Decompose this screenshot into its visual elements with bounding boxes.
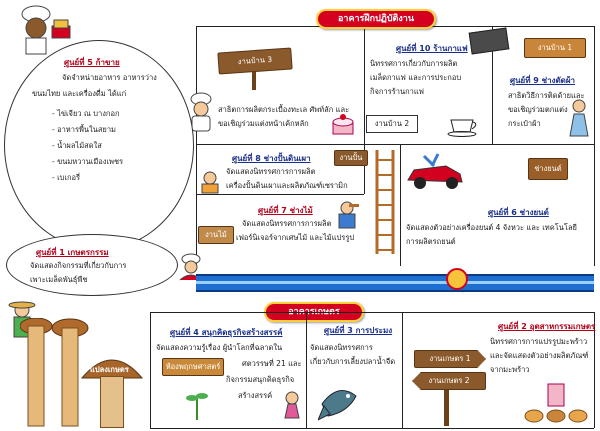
divider-h1: [196, 144, 594, 145]
station5-line-2: ขนมไทย และเครื่องดื่ม ได้แก่: [32, 89, 127, 98]
station1-line-1: จัดแสดงกิจกรรมที่เกี่ยวกับการ: [30, 261, 127, 270]
station5-item-1: - ไข่เจียว ณ บางกอก: [52, 109, 120, 118]
top-frame-left: [196, 26, 197, 144]
coconut-products-illustration: [524, 380, 588, 424]
sign-housework-2: งานบ้าน 2: [366, 115, 418, 133]
station3-line-1: จัดแสดงนิทรรศการ: [310, 343, 373, 352]
sign-post: [252, 72, 256, 90]
bottom-frame-left: [150, 312, 151, 428]
bottom-divider-1: [306, 312, 307, 428]
station5-line-1: จัดจำหน่ายอาหาร อาหารว่าง: [62, 73, 157, 82]
sign-mechanic: ช่างยนต์: [528, 158, 568, 180]
divider-v4: [400, 144, 401, 266]
mushroom-sign: แปลงเกษตร: [90, 365, 129, 374]
station5-title: ศูนย์ที่ 5 ก้าขาย: [64, 58, 120, 67]
station9-line-3: กระเป๋าผ้า: [508, 119, 541, 128]
station3-title: ศูนย์ที่ 3 การประมง: [324, 326, 393, 335]
carpenter-illustration: [334, 200, 360, 234]
signpost: [444, 390, 449, 426]
station4-line-1: จัดแสดงความรู้เรื่อง ผู้นำโลกที่ฉลาดใน: [156, 343, 283, 352]
station8-title: ศูนย์ที่ 8 ช่างปั้นดินเผา: [232, 154, 311, 163]
divider-v3: [364, 144, 365, 194]
station2-title: ศูนย์ที่ 2 อุตสาหกรรมเกษตร: [498, 322, 596, 331]
station8-line-2: เครื่องปั้นดินเผาและผลิตภัณฑ์เซรามิก: [226, 181, 348, 190]
bottom-frame-top: [150, 312, 594, 313]
station3-board-line-2: ขอเชิญร่วมแต่งหน้าเค้กหลัก: [218, 119, 309, 128]
station4-line-3: กิจกรรมสนุกคิดธุรกิจ: [226, 375, 295, 384]
station4-line-4: สร้างสรรค์: [238, 391, 273, 400]
river-highlight: [196, 281, 594, 284]
top-frame-right: [594, 26, 595, 266]
sign-botany-room: ห้องพฤกษศาสตร์: [162, 358, 224, 376]
fish-illustration: [317, 374, 362, 422]
thinking-girl-illustration: [282, 390, 302, 420]
sign-housework-1: งานบ้าน 1: [524, 38, 586, 58]
sign-pottery: งานปั้น: [334, 150, 368, 166]
bottom-frame-right: [594, 312, 595, 428]
station10-line-2: เมล็ดกาแฟ และการประกอบ: [370, 73, 462, 82]
sign-agriculture-2: งานเกษตร 2: [412, 372, 486, 390]
chef-illustration: [186, 92, 216, 132]
divider-h2: [196, 194, 364, 195]
station10-line-1: นิทรรศการเกี่ยวกับการผลิต: [370, 59, 458, 68]
cake-icon: [330, 110, 356, 136]
station9-line-2: ขอเชิญร่วมตกแต่ง: [508, 105, 568, 114]
station6-line-1: จัดแสดงตัวอย่างเครื่องยนต์ 4 จังหวะ และ …: [406, 223, 577, 232]
divider-left-lower: [196, 144, 197, 264]
sign-agriculture-1: งานเกษตร 1: [414, 350, 486, 368]
chef-mascot-illustration: [12, 4, 72, 56]
plant-sprout-icon: [186, 388, 208, 422]
station2-line-3: จากมะพร้าว: [490, 365, 530, 374]
station3-board-line-1: สาธิตการผลิตกระเบื้องทะเล ศัพท์ลัก และ: [218, 105, 350, 114]
shop-logo-icon: [446, 268, 468, 290]
divider-v2: [492, 26, 493, 144]
station7-line-1: จัดแสดงนิทรรศการการผลิต: [242, 219, 332, 228]
station5-bubble: [4, 40, 194, 250]
divider-v1: [364, 26, 365, 144]
coffee-cup-icon: [446, 112, 480, 138]
station5-item-5: - เบเกอรี่: [52, 173, 81, 182]
mushroom-cap: [80, 348, 144, 390]
banner-practice-building: อาคารฝึกปฏิบัติงาน: [316, 9, 436, 29]
bottom-frame-bottom: [150, 428, 594, 429]
mushroom-stem: [100, 376, 124, 428]
station6-title: ศูนย์ที่ 6 ช่างยนต์: [488, 208, 549, 217]
station9-title: ศูนย์ที่ 9 ช่างตัดผ้า: [510, 76, 576, 85]
station6-line-2: การผลิตรถยนต์: [406, 237, 456, 246]
potter-boy-illustration: [196, 170, 224, 194]
station8-line-1: จัดแสดงนิทรรศการการผลิต: [226, 167, 316, 176]
mushroom-stalks: [19, 317, 90, 428]
station7-title: ศูนย์ที่ 7 ช่างไม้: [258, 206, 313, 215]
station5-item-4: - ขนมหวานเมืองเพชร: [52, 157, 124, 166]
station2-line-2: และจัดแสดงตัวอย่างผลิตภัณฑ์: [490, 351, 589, 360]
station7-line-2: เฟอร์นิเจอร์จากเศษไม้ และไม้แปรรูป: [236, 233, 355, 242]
station4-line-2: ศตวรรษที่ 21 และ: [242, 359, 302, 368]
station5-item-3: - น้ำผลไม้สดใส: [52, 141, 102, 150]
car-illustration: [404, 152, 466, 192]
station3-line-2: เกี่ยวกับการเลี้ยงปลาน้ำจืด: [310, 357, 396, 366]
sewing-woman-illustration: [566, 98, 592, 138]
ladder-illustration: [374, 150, 396, 254]
station1-bubble: [6, 234, 178, 296]
station1-title: ศูนย์ที่ 1 เกษตรกรรม: [36, 248, 109, 257]
bottom-divider-2: [402, 312, 403, 428]
station10-title: ศูนย์ที่ 10 ร้านกาแฟ: [396, 44, 468, 53]
station5-item-2: - อาหารพื้นในสยาม: [52, 125, 116, 134]
station2-line-1: นิทรรศการการแปรรูปมะพร้าว: [490, 337, 588, 346]
station4-title: ศูนย์ที่ 4 สนุกคิดธุรกิจสร้างสรรค์: [170, 328, 283, 337]
station10-line-3: กิจการร้านกาแฟ: [370, 87, 424, 96]
sign-woodwork: งานไม้: [198, 226, 234, 244]
station9-line-1: สาธิตวิธีการติดด้ายและ: [508, 91, 585, 100]
station1-line-2: เพาะเมล็ดพันธุ์พืช: [30, 275, 88, 284]
